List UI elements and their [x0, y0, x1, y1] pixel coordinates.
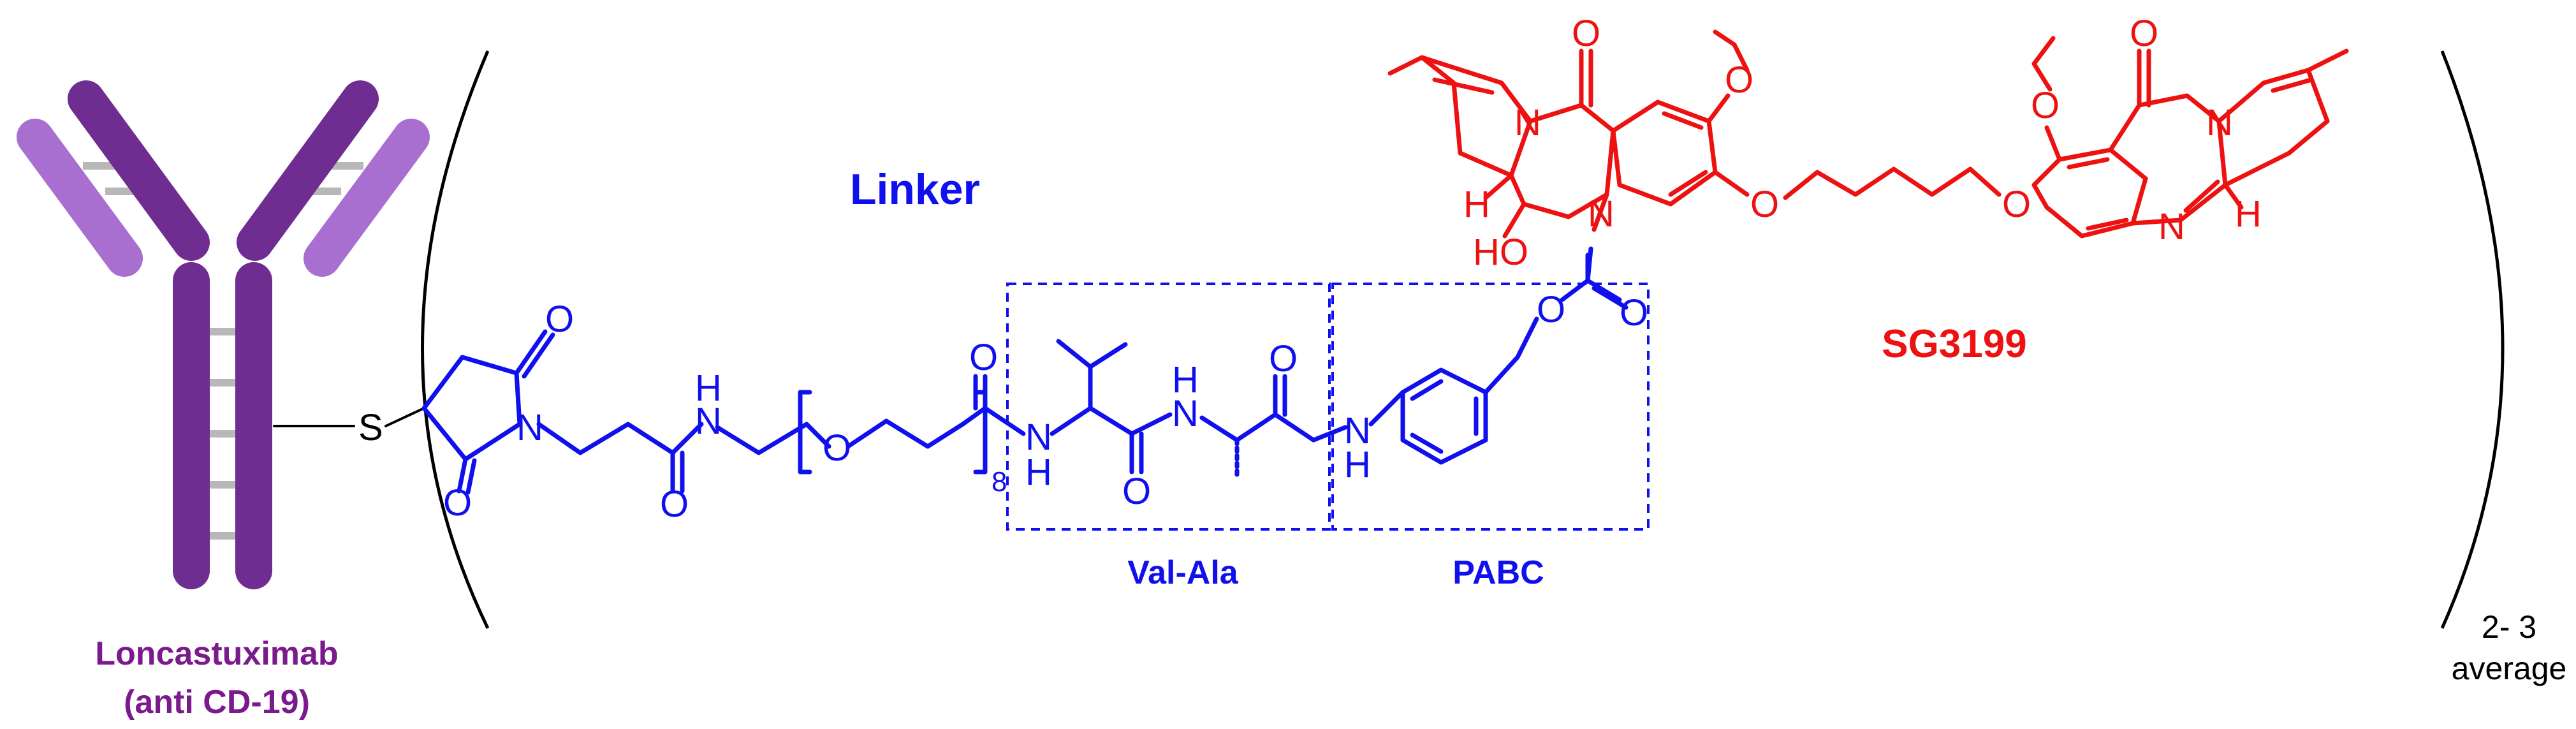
antibody-name-label: Loncastuximab — [95, 635, 338, 672]
payload-n-left-pyrrole: N — [1514, 102, 1541, 144]
val-ala-label: Val-Ala — [1127, 554, 1238, 591]
heavy-chain-arms — [68, 80, 379, 261]
y-shaped-antibody-icon — [17, 80, 430, 589]
carbamate-o-ether: O — [1537, 289, 1565, 330]
right-parenthesis — [2440, 50, 2505, 630]
linker-structure — [384, 253, 1628, 495]
heavy-chain-stems — [173, 262, 272, 589]
pabc-label: PABC — [1453, 554, 1544, 591]
antibody-target-label: (anti CD-19) — [124, 684, 310, 721]
payload-o-left-carbonyl: O — [1572, 13, 1600, 54]
left-parenthesis — [421, 50, 490, 630]
light-chains — [17, 119, 430, 277]
pabc-box — [1331, 283, 1650, 531]
payload-o-ether-right: O — [2002, 184, 2031, 225]
payload-h-right: H — [2235, 193, 2262, 235]
ala-o: O — [1269, 338, 1298, 379]
payload-h-left: H — [1463, 184, 1490, 225]
payload-structure — [1387, 29, 2349, 283]
ala-n: N — [1172, 393, 1199, 434]
succinimide-o-bottom: O — [443, 482, 472, 524]
amide1-o: O — [660, 483, 689, 525]
linker-label: Linker — [850, 165, 980, 214]
peg-repeat-count: 8 — [992, 466, 1007, 497]
peg-carbonyl-o: O — [969, 337, 998, 378]
payload-label: SG3199 — [1882, 322, 2027, 366]
val-n: N — [1025, 416, 1052, 458]
pabc-n: N — [1344, 410, 1371, 452]
payload-o-methoxy-right: O — [2031, 85, 2060, 126]
succinimide-n: N — [516, 407, 543, 448]
payload-o-ether-left: O — [1750, 184, 1779, 225]
val-h: H — [1025, 452, 1052, 493]
pabc-h: H — [1344, 444, 1371, 485]
amide1-n: N — [695, 401, 722, 442]
payload-n-right-pyrrole: N — [2206, 102, 2233, 144]
disulfide-bridges — [83, 162, 363, 540]
succinimide-o-top: O — [545, 298, 574, 340]
dar-unit-label: average — [2452, 651, 2567, 686]
payload-n-imine: N — [2158, 206, 2185, 247]
payload-o-right-carbonyl: O — [2130, 13, 2158, 54]
val-ala-box — [1006, 283, 1331, 531]
ala-h: H — [1172, 359, 1199, 401]
payload-o-methoxy-left: O — [1725, 59, 1753, 101]
sulfur-atom: S — [358, 407, 383, 448]
amide1-h: H — [695, 367, 722, 409]
val-o: O — [1122, 471, 1151, 512]
payload-hydroxyl: HO — [1473, 232, 1528, 273]
dar-range-label: 2- 3 — [2482, 609, 2536, 645]
payload-atom-labels: N O H HO N O O O O O N N H — [1463, 13, 2262, 273]
carbamate-o-carbonyl: O — [1620, 292, 1648, 334]
payload-n-carbamate: N — [1588, 193, 1614, 235]
peg-o: O — [823, 427, 851, 469]
linker-atom-labels: O O N O N H O 8 O N H O N H O N H O O — [443, 289, 1648, 525]
